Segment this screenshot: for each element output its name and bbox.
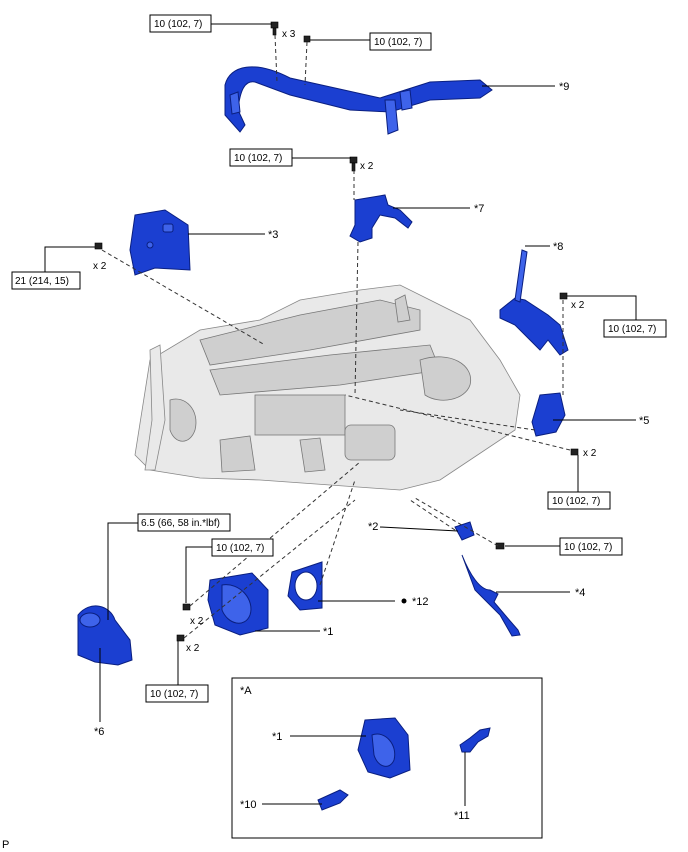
inset-callout-11: *11: [454, 810, 470, 822]
bracket-part-7: [349, 194, 413, 243]
bolt-icon: [495, 542, 505, 550]
torque-spec-4: 21 (214, 15): [11, 271, 81, 290]
non-reusable-dot-icon: [401, 598, 407, 604]
callout-2: *2: [368, 521, 378, 533]
throttle-body-part-1: [207, 572, 269, 636]
svg-text:10 (102, 7): 10 (102, 7): [552, 496, 600, 507]
torque-spec-10: 10 (102, 7): [145, 684, 209, 703]
bolt-icon: [176, 634, 185, 642]
qty-label: x 2: [583, 448, 597, 459]
torque-spec-2: 10 (102, 7): [369, 32, 432, 51]
inset-a: *A *1 *10 *11: [231, 677, 543, 839]
bolt-icon: [182, 603, 191, 611]
svg-text:10 (102, 7): 10 (102, 7): [234, 153, 282, 164]
bolt-icon: [303, 35, 311, 43]
svg-text:21 (214, 15): 21 (214, 15): [15, 276, 69, 287]
torque-spec-5: 10 (102, 7): [603, 319, 667, 338]
qty-label: x 2: [186, 643, 200, 654]
qty-label: x 2: [571, 300, 585, 311]
qty-label: x 2: [93, 261, 107, 272]
qty-label: x 2: [360, 161, 374, 172]
bolt-icon: [94, 242, 103, 250]
callout-5: *5: [639, 415, 649, 427]
bolt-icon: [270, 21, 279, 29]
callout-12: *12: [412, 596, 429, 608]
inset-callout-10: *10: [240, 799, 257, 811]
hose-part-4: [461, 554, 521, 637]
torque-spec-7: 6.5 (66, 58 in.*lbf): [137, 513, 231, 532]
svg-text:10 (102, 7): 10 (102, 7): [564, 542, 612, 553]
svg-text:6.5 (66, 58 in.*lbf): 6.5 (66, 58 in.*lbf): [141, 518, 220, 529]
qty-label: x 3: [282, 29, 296, 40]
svg-text:10 (102, 7): 10 (102, 7): [150, 689, 198, 700]
heat-insulator-part-3: [129, 209, 191, 276]
bolt-icon: [559, 292, 568, 300]
bolt-icon: [570, 448, 579, 456]
inset-callout-1: *1: [272, 731, 282, 743]
torque-spec-3: 10 (102, 7): [229, 148, 293, 167]
air-hose-part-6: [77, 605, 133, 666]
qty-label: x 2: [190, 616, 204, 627]
callout-8: *8: [553, 241, 563, 253]
torque-spec-9: 10 (102, 7): [559, 537, 623, 556]
callout-3: *3: [268, 229, 278, 241]
gasket-part-12: [287, 561, 323, 611]
torque-spec-1: 10 (102, 7): [149, 14, 212, 33]
torque-spec-6: 10 (102, 7): [547, 491, 611, 510]
svg-text:10 (102, 7): 10 (102, 7): [374, 37, 422, 48]
svg-text:10 (102, 7): 10 (102, 7): [154, 19, 202, 30]
inset-title: *A: [240, 685, 252, 697]
callout-6: *6: [94, 726, 104, 738]
pipe-part-8: [499, 249, 569, 356]
callout-1: *1: [323, 626, 333, 638]
svg-text:10 (102, 7): 10 (102, 7): [608, 324, 656, 335]
engine-assembly: [134, 284, 521, 491]
clamp-part-2: [454, 521, 475, 541]
bracket-part-5: [531, 392, 566, 437]
callout-4: *4: [575, 587, 585, 599]
torque-spec-8: 10 (102, 7): [211, 538, 274, 557]
callout-7: *7: [474, 203, 484, 215]
corner-mark: P: [2, 839, 9, 851]
leader-lines: [44, 23, 637, 722]
callout-9: *9: [559, 81, 569, 93]
bolt-icon: [349, 156, 358, 164]
svg-text:10 (102, 7): 10 (102, 7): [216, 543, 264, 554]
water-pipe-part-9: [224, 66, 493, 135]
